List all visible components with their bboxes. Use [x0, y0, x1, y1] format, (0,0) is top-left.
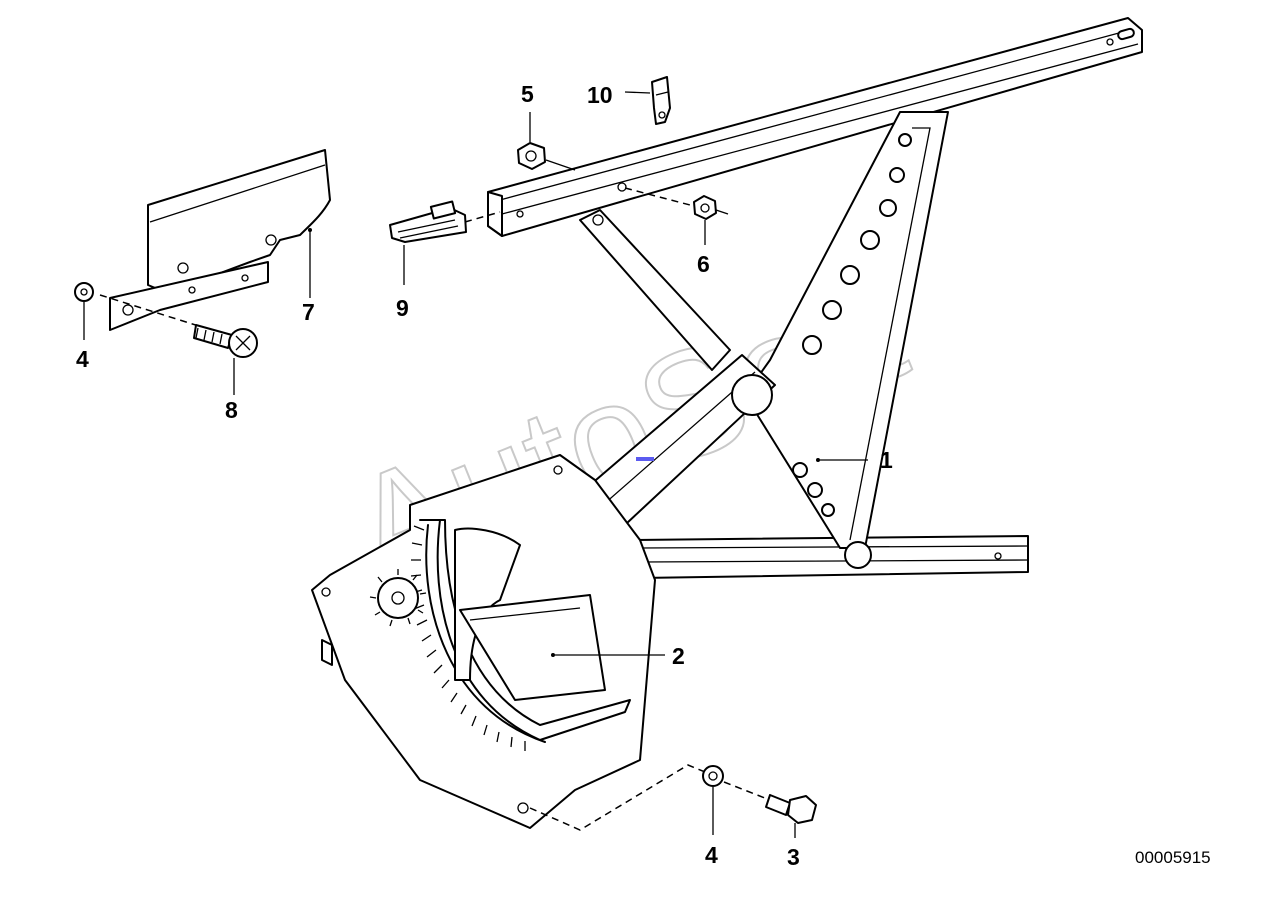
- part-1-regulator-arms: [487, 17, 1143, 601]
- callout-5: 5: [521, 81, 534, 107]
- part-5-nut: [517, 112, 576, 171]
- callout-6: 6: [697, 251, 710, 277]
- callout-9: 9: [396, 295, 409, 321]
- part-3-4-bolt-washer-lower: [529, 764, 817, 838]
- part-10-clip: [624, 76, 671, 125]
- part-4-washer-upper: [74, 282, 94, 340]
- part-9-slider: [389, 200, 501, 285]
- part-7-channel-bracket: [109, 149, 331, 331]
- reference-number: 00005915: [1135, 848, 1211, 867]
- callout-4-upper: 4: [76, 346, 89, 372]
- callout-7: 7: [302, 299, 315, 325]
- callout-1: 1: [880, 447, 893, 473]
- part-2-drive-unit: [311, 454, 665, 829]
- part-6-nut: [617, 182, 729, 245]
- callout-10: 10: [587, 82, 613, 108]
- part-8-screw: [99, 294, 258, 395]
- callout-8: 8: [225, 397, 238, 423]
- callout-3: 3: [787, 844, 800, 870]
- callout-2: 2: [672, 643, 685, 669]
- blue-marker: [636, 457, 654, 461]
- callout-4-lower: 4: [705, 842, 718, 868]
